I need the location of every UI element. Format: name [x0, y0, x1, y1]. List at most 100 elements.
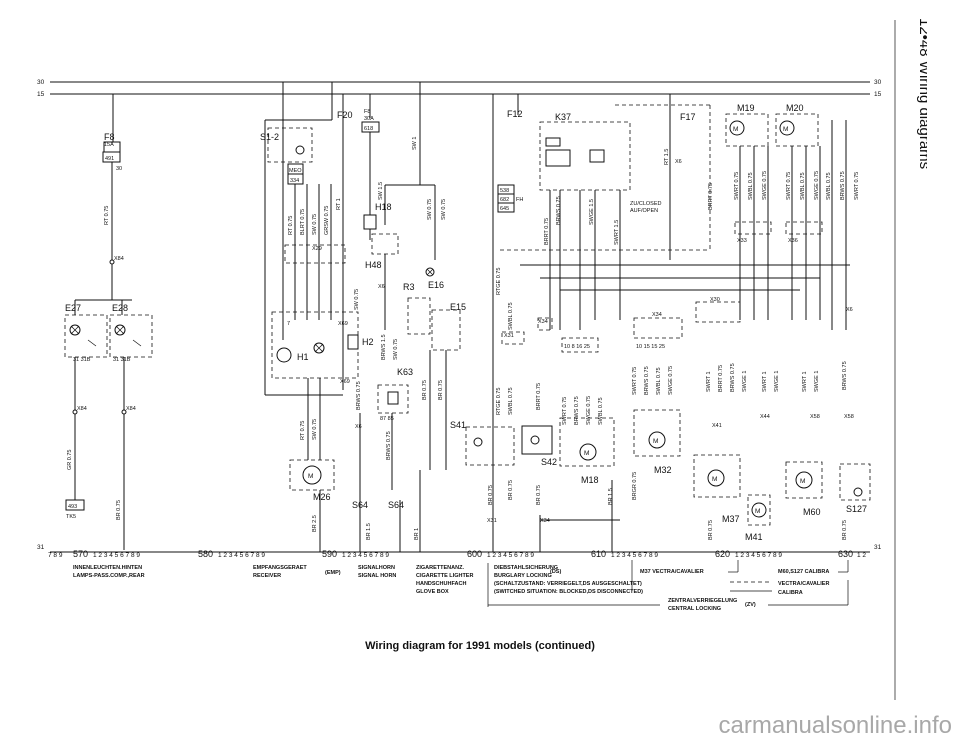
connector-x36 — [785, 221, 823, 235]
fuse-f17-label: F17 — [680, 112, 696, 122]
fuse-f8-left-number: 491 — [105, 156, 114, 162]
component-h18-label: H18 — [375, 202, 392, 212]
section-600-630: F12 538 682 645 FH K37 ZU/CLOSED AUF/OPE… — [450, 94, 871, 552]
connector-x69-label: X69 — [338, 321, 348, 327]
component-e15 — [431, 309, 461, 351]
wire-swbl075-m20: SWBL 0.75 — [800, 172, 806, 200]
connector-x6-label-d: X6 — [846, 307, 853, 313]
wire-swrt075-m32: SWRT 0.75 — [632, 367, 638, 395]
connector-x34-label-b: X34 — [540, 518, 550, 524]
component-m20-label: M20 — [786, 103, 804, 113]
wire-br15-s64: BR 1.5 — [366, 523, 372, 540]
m37-motor-symbol: M — [712, 476, 717, 483]
ruler-600: 600 — [467, 549, 482, 559]
wire-brws075-h2: BRWS 0.75 — [356, 381, 362, 410]
k63-pins: 87 85 — [380, 416, 394, 422]
connector-tk5-label: TK5 — [66, 514, 76, 520]
switch-s1-2-label: S1-2 — [260, 132, 279, 142]
switch-s64-label-b: S64 — [388, 500, 404, 510]
legend-595-line2: SIGNAL HORN — [358, 573, 396, 579]
wire-swge15: SWGE 1.5 — [589, 199, 595, 225]
legend: INNENLEUCHTEN.HINTEN LAMPS-PASS.COMP.,RE… — [73, 560, 849, 612]
wire-rt15: RT 1.5 — [664, 149, 670, 165]
component-h2 — [347, 334, 359, 350]
wire-rt075-m26: RT 0.75 — [300, 421, 306, 440]
connector-x58-label-b: X58 — [844, 414, 854, 420]
wire-br075-gnd-b: BR 0.75 — [508, 480, 514, 500]
wire-br075-gnd-c: BR 0.75 — [536, 485, 542, 505]
wire-brrt075-s42: BRRT 0.75 — [536, 383, 542, 410]
component-e28-label: E28 — [112, 303, 128, 313]
legend-590-line2: RECEIVER — [253, 573, 281, 579]
ruler-digits-620: 1 2 3 4 5 6 7 8 9 — [735, 552, 782, 559]
ruler-570: 570 — [73, 549, 88, 559]
fuse-f8-mid-rating: 30A — [364, 116, 374, 122]
connector-x84-right — [121, 409, 127, 415]
wire-grsw075: GRSW 0.75 — [324, 206, 330, 235]
wire-rt075-left: RT 0.75 — [104, 206, 110, 225]
component-e16-label: E16 — [428, 280, 444, 290]
wire-swrt1-c: SWRT 1 — [802, 371, 808, 392]
ruler-digits-start: 7 8 9 — [48, 552, 63, 559]
component-m19-label: M19 — [737, 103, 755, 113]
m18-motor-symbol: M — [584, 450, 589, 457]
legend-570-line1: INNENLEUCHTEN.HINTEN — [73, 565, 142, 571]
connector-x84-left — [72, 409, 78, 415]
connector-x34-right — [633, 317, 683, 339]
page-header: 12•48 Wiring diagrams — [916, 18, 927, 169]
connector-x33-label: X33 — [737, 238, 747, 244]
wire-rt075-h1: RT 0.75 — [288, 216, 294, 235]
connector-x69-label-b: X69 — [340, 379, 350, 385]
grid-ruler: 7 8 9 570 1 2 3 4 5 6 7 8 9 580 1 2 3 4 … — [48, 549, 866, 559]
connector-682-label: 682 — [500, 197, 509, 203]
component-m32-label: M32 — [654, 465, 672, 475]
connector-x58-label: X58 — [810, 414, 820, 420]
wire-swbl075-top: SWBL 0.75 — [508, 302, 514, 330]
switch-s127 — [839, 463, 871, 501]
legend-600-line2: CIGARETTE LIGHTER — [416, 573, 473, 579]
switch-s1-2 — [267, 127, 313, 163]
wire-brws075-a: BRWS 0.75 — [730, 363, 736, 392]
relay-note-closed: ZU/CLOSED — [630, 201, 662, 207]
component-e28 — [109, 314, 153, 358]
legend-620-line1: ZENTRALVERRIEGELUNG — [668, 598, 737, 604]
m19-motor-symbol: M — [733, 126, 738, 133]
bus-30-label-right: 30 — [874, 79, 882, 86]
connector-x31-label: X31 — [504, 333, 514, 339]
fuse-f8-mid-number: 618 — [364, 126, 373, 132]
component-m26 — [289, 459, 335, 491]
fuse-f8-mid-label: F8 — [364, 109, 370, 115]
wire-swbl075-m18: SWBL 0.75 — [598, 397, 604, 425]
legend-605-tag: (DS) — [550, 569, 561, 575]
wire-swrt075-m18: SWRT 0.75 — [562, 397, 568, 425]
fuse-f12-label: F12 — [507, 109, 523, 119]
switch-s42-label: S42 — [541, 457, 557, 467]
connector-334-label: 334 — [290, 178, 299, 184]
wire-swbl075-m32: SWBL 0.75 — [656, 367, 662, 395]
wire-sw1: SW 1 — [412, 137, 418, 150]
wire-rt1: RT 1 — [336, 198, 342, 210]
connector-x34-left-label: X34 — [538, 319, 548, 325]
legend-590-tag: (EMP) — [325, 570, 341, 576]
relay-k37 — [539, 121, 631, 191]
ruler-590: 590 — [322, 549, 337, 559]
legend-605-line3: (SCHALTZUSTAND: VERRIEGELT,DS AUSGESCHAL… — [494, 581, 642, 587]
component-h2-label: H2 — [362, 337, 374, 347]
connector-x44-label: X44 — [760, 414, 770, 420]
legend-595-line1: SIGNALHORN — [358, 565, 395, 571]
wire-swge1-b: SWGE 1 — [774, 371, 780, 392]
wire-brws075-m32: BRWS 0.75 — [644, 366, 650, 395]
switch-s64-label-a: S64 — [352, 500, 368, 510]
wire-swge075-m18: SWGE 0.75 — [586, 396, 592, 425]
connector-x34-left — [537, 317, 553, 331]
wire-swbl075-far: SWBL 0.75 — [826, 172, 832, 200]
bus-30-label-left: 30 — [37, 79, 45, 86]
bus-lines: 30 15 31 30 15 31 — [37, 79, 882, 553]
relay-k37-label: K37 — [555, 112, 571, 122]
switch-s127-label: S127 — [846, 504, 867, 514]
component-h1-label: H1 — [297, 352, 309, 362]
ruler-digits-580: 1 2 3 4 5 6 7 8 9 — [218, 552, 265, 559]
component-m37-label: M37 — [722, 514, 740, 524]
watermark: carmanualsonline.info — [718, 712, 952, 739]
legend-570-line2: LAMPS-PASS.COMP.,REAR — [73, 573, 145, 579]
